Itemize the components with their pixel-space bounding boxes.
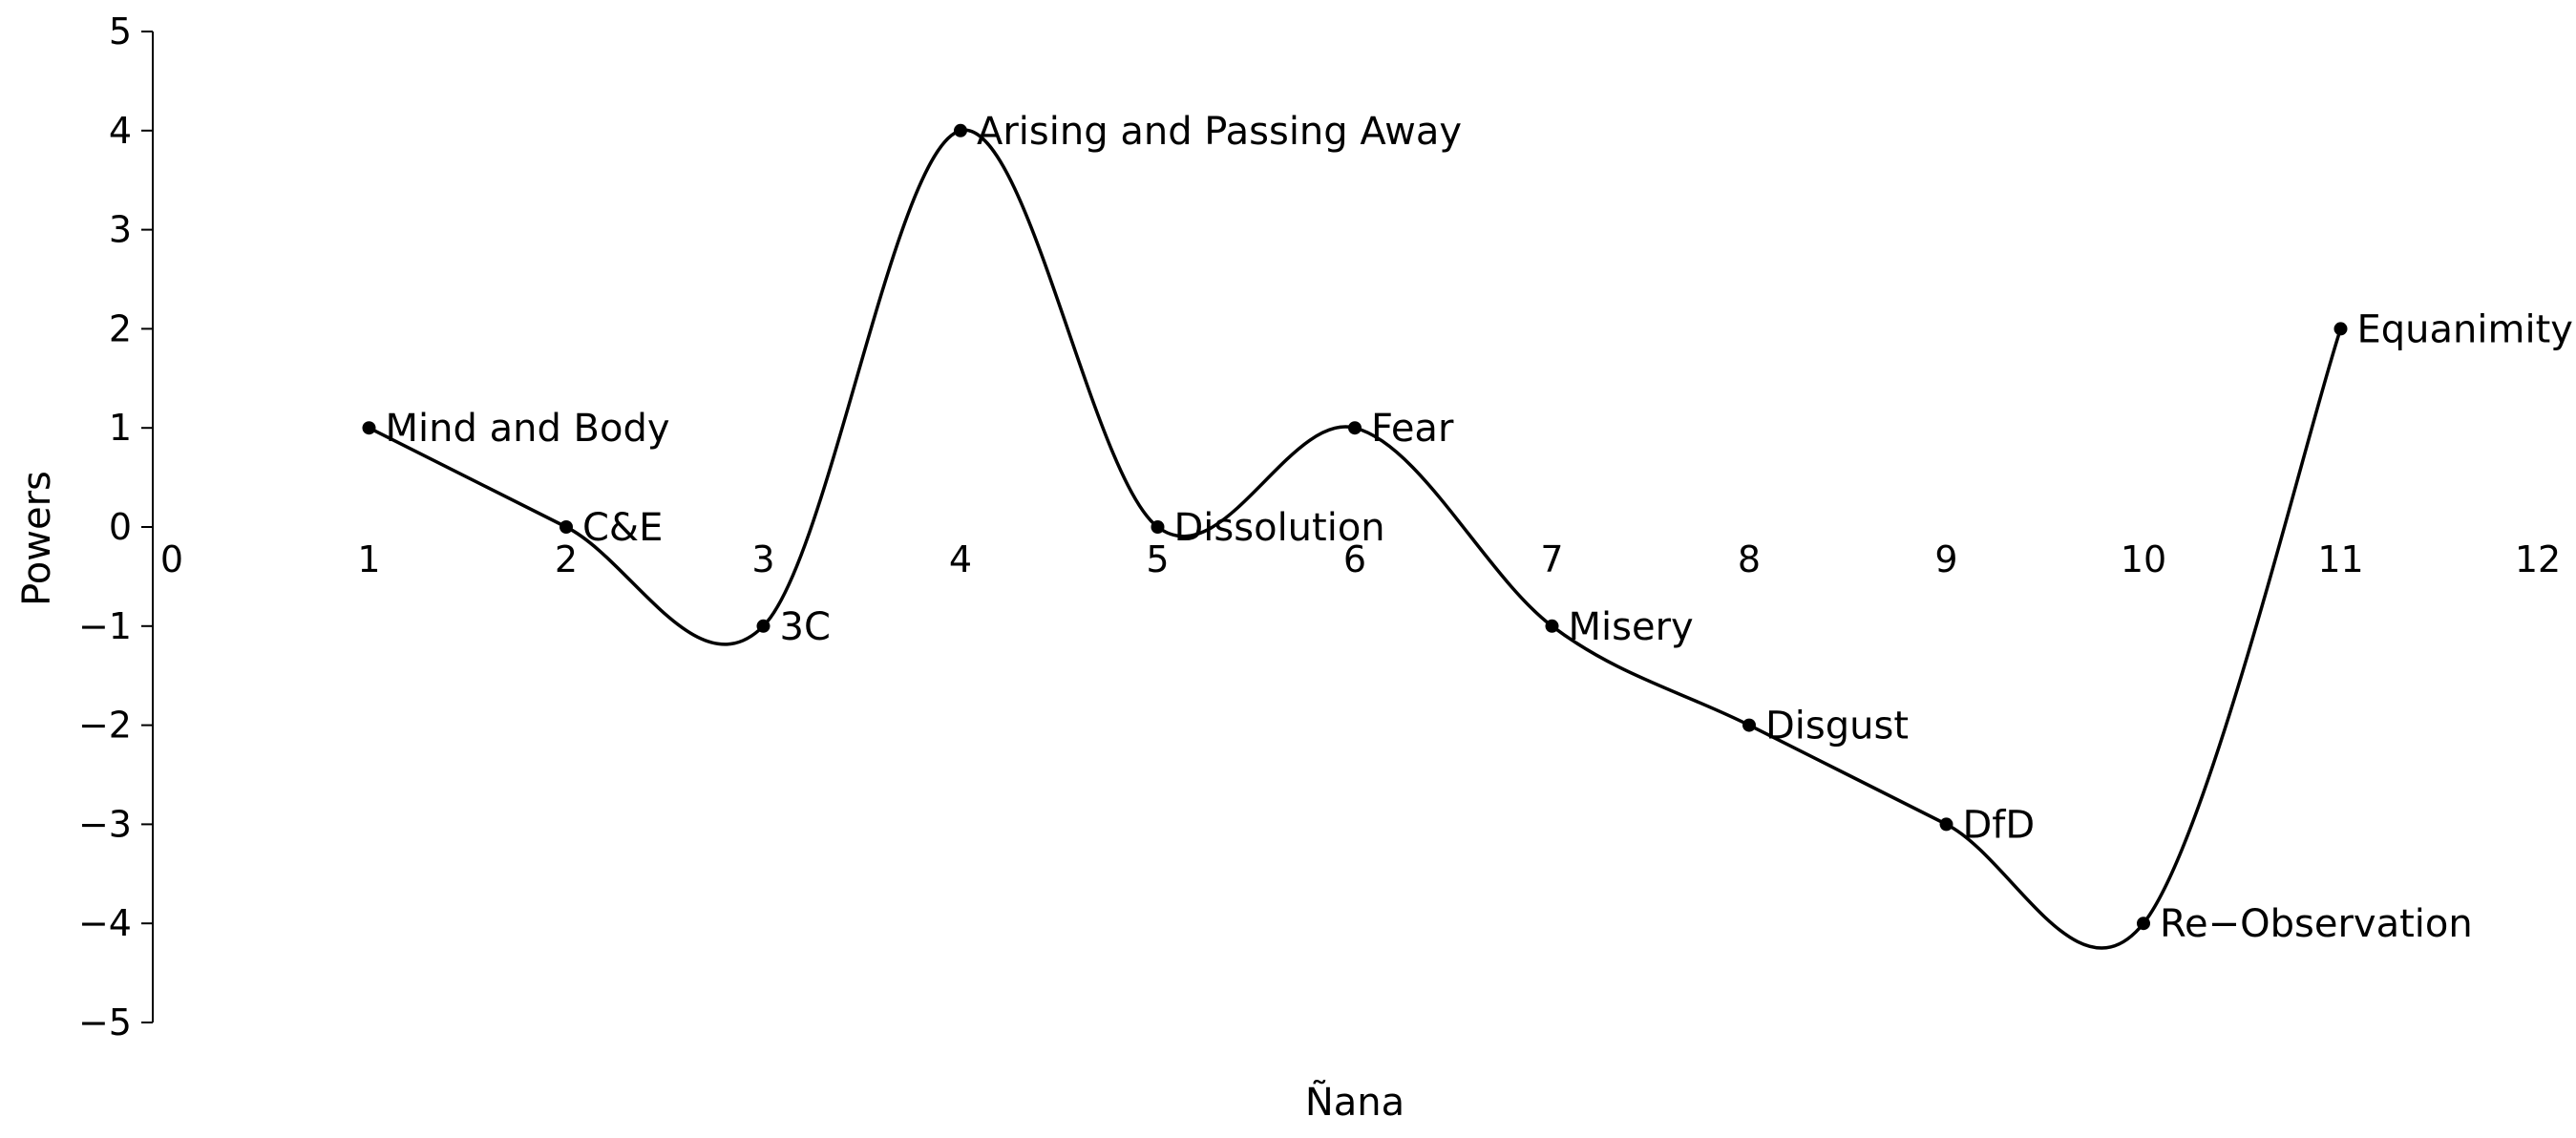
data-point-marker xyxy=(1151,520,1165,534)
data-point-label: C&E xyxy=(582,506,663,550)
x-tick-label: 1 xyxy=(357,538,380,580)
x-tick-label: 10 xyxy=(2121,538,2166,580)
data-point-label: Dissolution xyxy=(1174,506,1385,550)
data-point-label: Misery xyxy=(1569,605,1694,649)
x-tick-label: 11 xyxy=(2317,538,2363,580)
x-tick-label: 9 xyxy=(1934,538,1957,580)
y-tick-label: −3 xyxy=(78,803,132,845)
data-point-label: 3C xyxy=(780,605,831,649)
data-point-marker xyxy=(2137,917,2150,931)
data-point-label: Fear xyxy=(1371,407,1454,451)
data-point-label: Re−Observation xyxy=(2160,902,2473,946)
y-axis: 5 4 3 2 1 0 −1 −2 −3 −4 −5 xyxy=(78,11,154,1043)
series-line xyxy=(368,128,2343,950)
x-tick-label: 3 xyxy=(751,538,774,580)
x-tick-label: 4 xyxy=(949,538,972,580)
data-point-marker xyxy=(1939,817,1953,832)
data-point-label: Arising and Passing Away xyxy=(977,110,1462,154)
x-tick-label: 0 xyxy=(160,538,183,580)
data-point-marker xyxy=(560,520,573,534)
x-tick-label: 5 xyxy=(1146,538,1169,580)
y-tick-label: 3 xyxy=(109,209,132,251)
y-tick-label: 2 xyxy=(109,307,132,349)
data-point-marker xyxy=(1545,619,1559,633)
x-axis-label: Ñana xyxy=(1305,1079,1404,1125)
data-point-label: DfD xyxy=(1963,803,2036,847)
x-tick-label: 7 xyxy=(1540,538,1563,580)
y-tick-label: 1 xyxy=(109,407,132,449)
x-tick-label: 6 xyxy=(1343,538,1366,580)
y-tick-label: 4 xyxy=(109,110,132,152)
y-tick-label: −2 xyxy=(78,705,132,747)
data-point-marker xyxy=(362,421,376,435)
y-tick-label: −5 xyxy=(78,1001,132,1043)
y-tick-label: −1 xyxy=(78,605,132,647)
data-point-marker xyxy=(1348,421,1362,435)
y-axis-label: Powers xyxy=(15,471,59,606)
data-point-marker xyxy=(2333,322,2348,336)
data-point-label: Disgust xyxy=(1765,705,1909,748)
y-tick-label: −4 xyxy=(78,902,132,944)
data-point-label: Mind and Body xyxy=(386,407,670,451)
data-point-marker xyxy=(756,619,771,633)
x-tick-label: 8 xyxy=(1738,538,1761,580)
data-point-marker xyxy=(954,123,967,137)
data-point-label: Equanimity xyxy=(2357,307,2573,351)
y-tick-label: 5 xyxy=(109,11,132,53)
y-tick-label: 0 xyxy=(109,506,132,548)
x-tick-label: 12 xyxy=(2515,538,2561,580)
x-tick-label: 2 xyxy=(555,538,578,580)
data-point-marker xyxy=(1742,718,1756,732)
